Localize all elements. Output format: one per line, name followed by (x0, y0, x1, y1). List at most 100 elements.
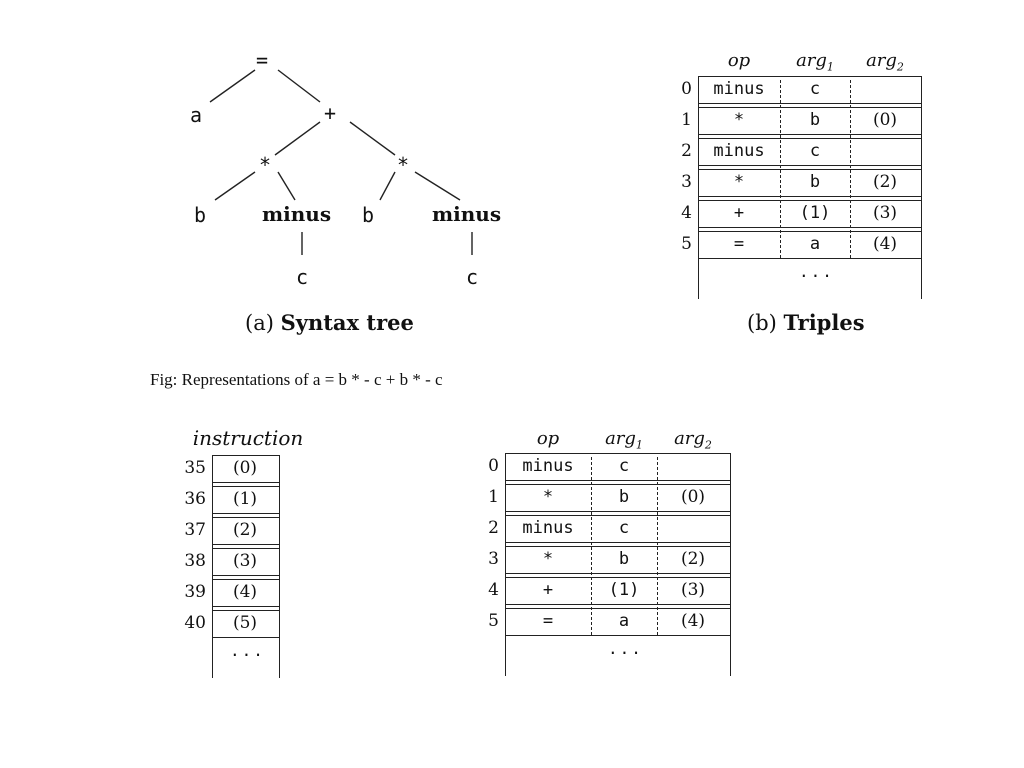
instruction-row-index: 37 (184, 520, 206, 540)
indirect_triples-cell-arg2: (3) (680, 580, 706, 600)
indirect_triples-row-5 (505, 608, 731, 636)
indirect_triples-row-1 (505, 484, 731, 512)
instruction-row-38 (212, 548, 280, 576)
syntax-tree-caption-prefix: (a) (245, 311, 274, 335)
triples-cell-arg1: c (809, 141, 821, 161)
edge-star-b-left (214, 171, 256, 201)
tree-node-c-right: c (466, 265, 479, 289)
edge-plus-star-right (349, 121, 396, 156)
indirect_triples-header-op: op (536, 428, 560, 449)
triples-cell-arg1: b (809, 172, 821, 192)
syntax-tree-caption-text: Syntax tree (280, 310, 414, 335)
triples-row-index: 5 (681, 234, 692, 254)
triples-cell-arg1: c (809, 79, 821, 99)
indirect_triples-row-4 (505, 577, 731, 605)
tree-node-b-right: b (362, 203, 375, 227)
triples-cell-arg2: (4) (872, 234, 898, 254)
edge-root-a (209, 69, 256, 103)
tree-node-minus-right: minus (432, 202, 502, 226)
indirect_triples-cell-op: * (542, 549, 554, 569)
edge-star-minus-left (277, 171, 296, 201)
instruction-header: instruction (192, 426, 304, 450)
edge-plus-star-left (274, 121, 321, 156)
indirect_triples-cell-op: = (542, 611, 554, 631)
instruction-cell-value: (4) (232, 582, 258, 602)
indirect_triples-ellipsis: ... (608, 639, 643, 658)
tree-node-star-right: * (397, 153, 410, 177)
instruction-row-35 (212, 455, 280, 483)
triples-row-4 (698, 200, 922, 228)
triples-cell-arg1: b (809, 110, 821, 130)
triples-row-index: 0 (681, 79, 692, 99)
triples-caption-text: Triples (783, 310, 865, 335)
indirect_triples-sep-1 (591, 457, 592, 635)
triples-cell-arg1: (1) (799, 203, 831, 223)
indirect_triples-row-index: 2 (488, 518, 499, 538)
indirect_triples-cell-arg2: (2) (680, 549, 706, 569)
indirect_triples-header-arg2-sub: 2 (704, 438, 712, 452)
indirect_triples-cell-arg1: (1) (608, 580, 640, 600)
indirect_triples-cell-op: * (542, 487, 554, 507)
tree-node-c-left: c (296, 265, 309, 289)
triples-row-index: 2 (681, 141, 692, 161)
triples-cell-op: minus (713, 79, 765, 99)
triples-header-arg2-sub: 2 (896, 60, 904, 74)
triples-caption-prefix: (b) (747, 311, 777, 335)
instruction-row-index: 40 (184, 613, 206, 633)
instruction-cell-value: (5) (232, 613, 258, 633)
edge-star-minus-right (414, 171, 461, 201)
triples-row-2 (698, 138, 922, 166)
triples-sep-2 (850, 80, 851, 258)
triples-row-1 (698, 107, 922, 135)
instruction-row-index: 36 (184, 489, 206, 509)
triples-row-5 (698, 231, 922, 259)
instruction-row-index: 35 (184, 458, 206, 478)
tree-node-minus-left: minus (262, 202, 332, 226)
triples-cell-arg2: (2) (872, 172, 898, 192)
triples-cell-op: * (733, 110, 745, 130)
triples-row-index: 1 (681, 110, 692, 130)
indirect_triples-row-index: 0 (488, 456, 499, 476)
triples-cell-arg2: (0) (872, 110, 898, 130)
indirect_triples-cell-arg1: a (618, 611, 630, 631)
instruction-row-index: 38 (184, 551, 206, 571)
instruction-row-36 (212, 486, 280, 514)
indirect_triples-cell-op: minus (522, 456, 574, 476)
edge-star-b-right (379, 171, 396, 201)
triples-cell-op: * (733, 172, 745, 192)
tree-node-a: a (190, 103, 203, 127)
tree-node-b-left: b (194, 203, 207, 227)
instruction-row-40 (212, 610, 280, 638)
edge-root-plus (277, 69, 321, 103)
indirect_triples-row-2 (505, 515, 731, 543)
triples-row-0 (698, 76, 922, 104)
triples-header-arg1-sub: 1 (826, 60, 834, 74)
indirect_triples-header-arg1: arg1 (605, 428, 643, 452)
tree-node-star-left: * (259, 153, 272, 177)
instruction-cell-value: (1) (232, 489, 258, 509)
indirect_triples-row-index: 5 (488, 611, 499, 631)
tree-node-plus: + (324, 101, 337, 125)
indirect_triples-row-0 (505, 453, 731, 481)
triples-cell-op: minus (713, 141, 765, 161)
triples-row-3 (698, 169, 922, 197)
tree-node-root: = (256, 48, 269, 72)
triples-cell-arg1: a (809, 234, 821, 254)
triples-row-index: 3 (681, 172, 692, 192)
syntax-tree-caption: (a) Syntax tree (245, 310, 414, 335)
indirect_triples-row-index: 3 (488, 549, 499, 569)
triples-header-arg1: arg1 (796, 50, 834, 74)
triples-sep-1 (780, 80, 781, 258)
indirect_triples-row-index: 1 (488, 487, 499, 507)
instruction-row-index: 39 (184, 582, 206, 602)
indirect_triples-sep-2 (657, 457, 658, 635)
indirect_triples-cell-arg1: c (618, 518, 630, 538)
triples-ellipsis: ... (799, 262, 834, 281)
triples-caption: (b) Triples (747, 310, 865, 335)
indirect_triples-cell-arg2: (4) (680, 611, 706, 631)
triples-header-arg2: arg2 (866, 50, 904, 74)
triples-header-op: op (727, 50, 751, 71)
triples-cell-arg2: (3) (872, 203, 898, 223)
triples-cell-op: = (733, 234, 745, 254)
